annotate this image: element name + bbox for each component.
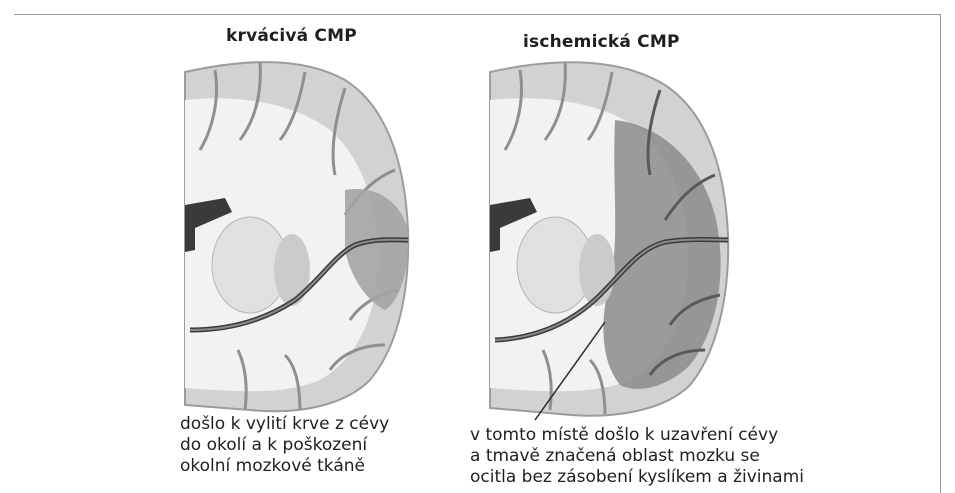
ischemic-title: ischemická CMP	[523, 32, 680, 52]
caption-line: okolní mozkové tkáně	[180, 456, 389, 477]
caption-line: v tomto místě došlo k uzavření cévy	[470, 425, 804, 446]
caption-line: do okolí a k poškození	[180, 435, 389, 456]
hemorrhagic-title: krvácivá CMP	[226, 26, 357, 46]
caption-line: došlo k vylití krve z cévy	[180, 414, 389, 435]
hemorrhagic-caption: došlo k vylití krve z cévy do okolí a k …	[180, 414, 389, 477]
caption-line: a tmavě značená oblast mozku se	[470, 446, 804, 467]
ischemic-brain-section	[490, 62, 730, 420]
ischemic-caption: v tomto místě došlo k uzavření cévy a tm…	[470, 425, 804, 488]
hemorrhagic-brain-section	[185, 62, 410, 412]
caption-line: ocitla bez zásobení kyslíkem a živinami	[470, 467, 804, 488]
